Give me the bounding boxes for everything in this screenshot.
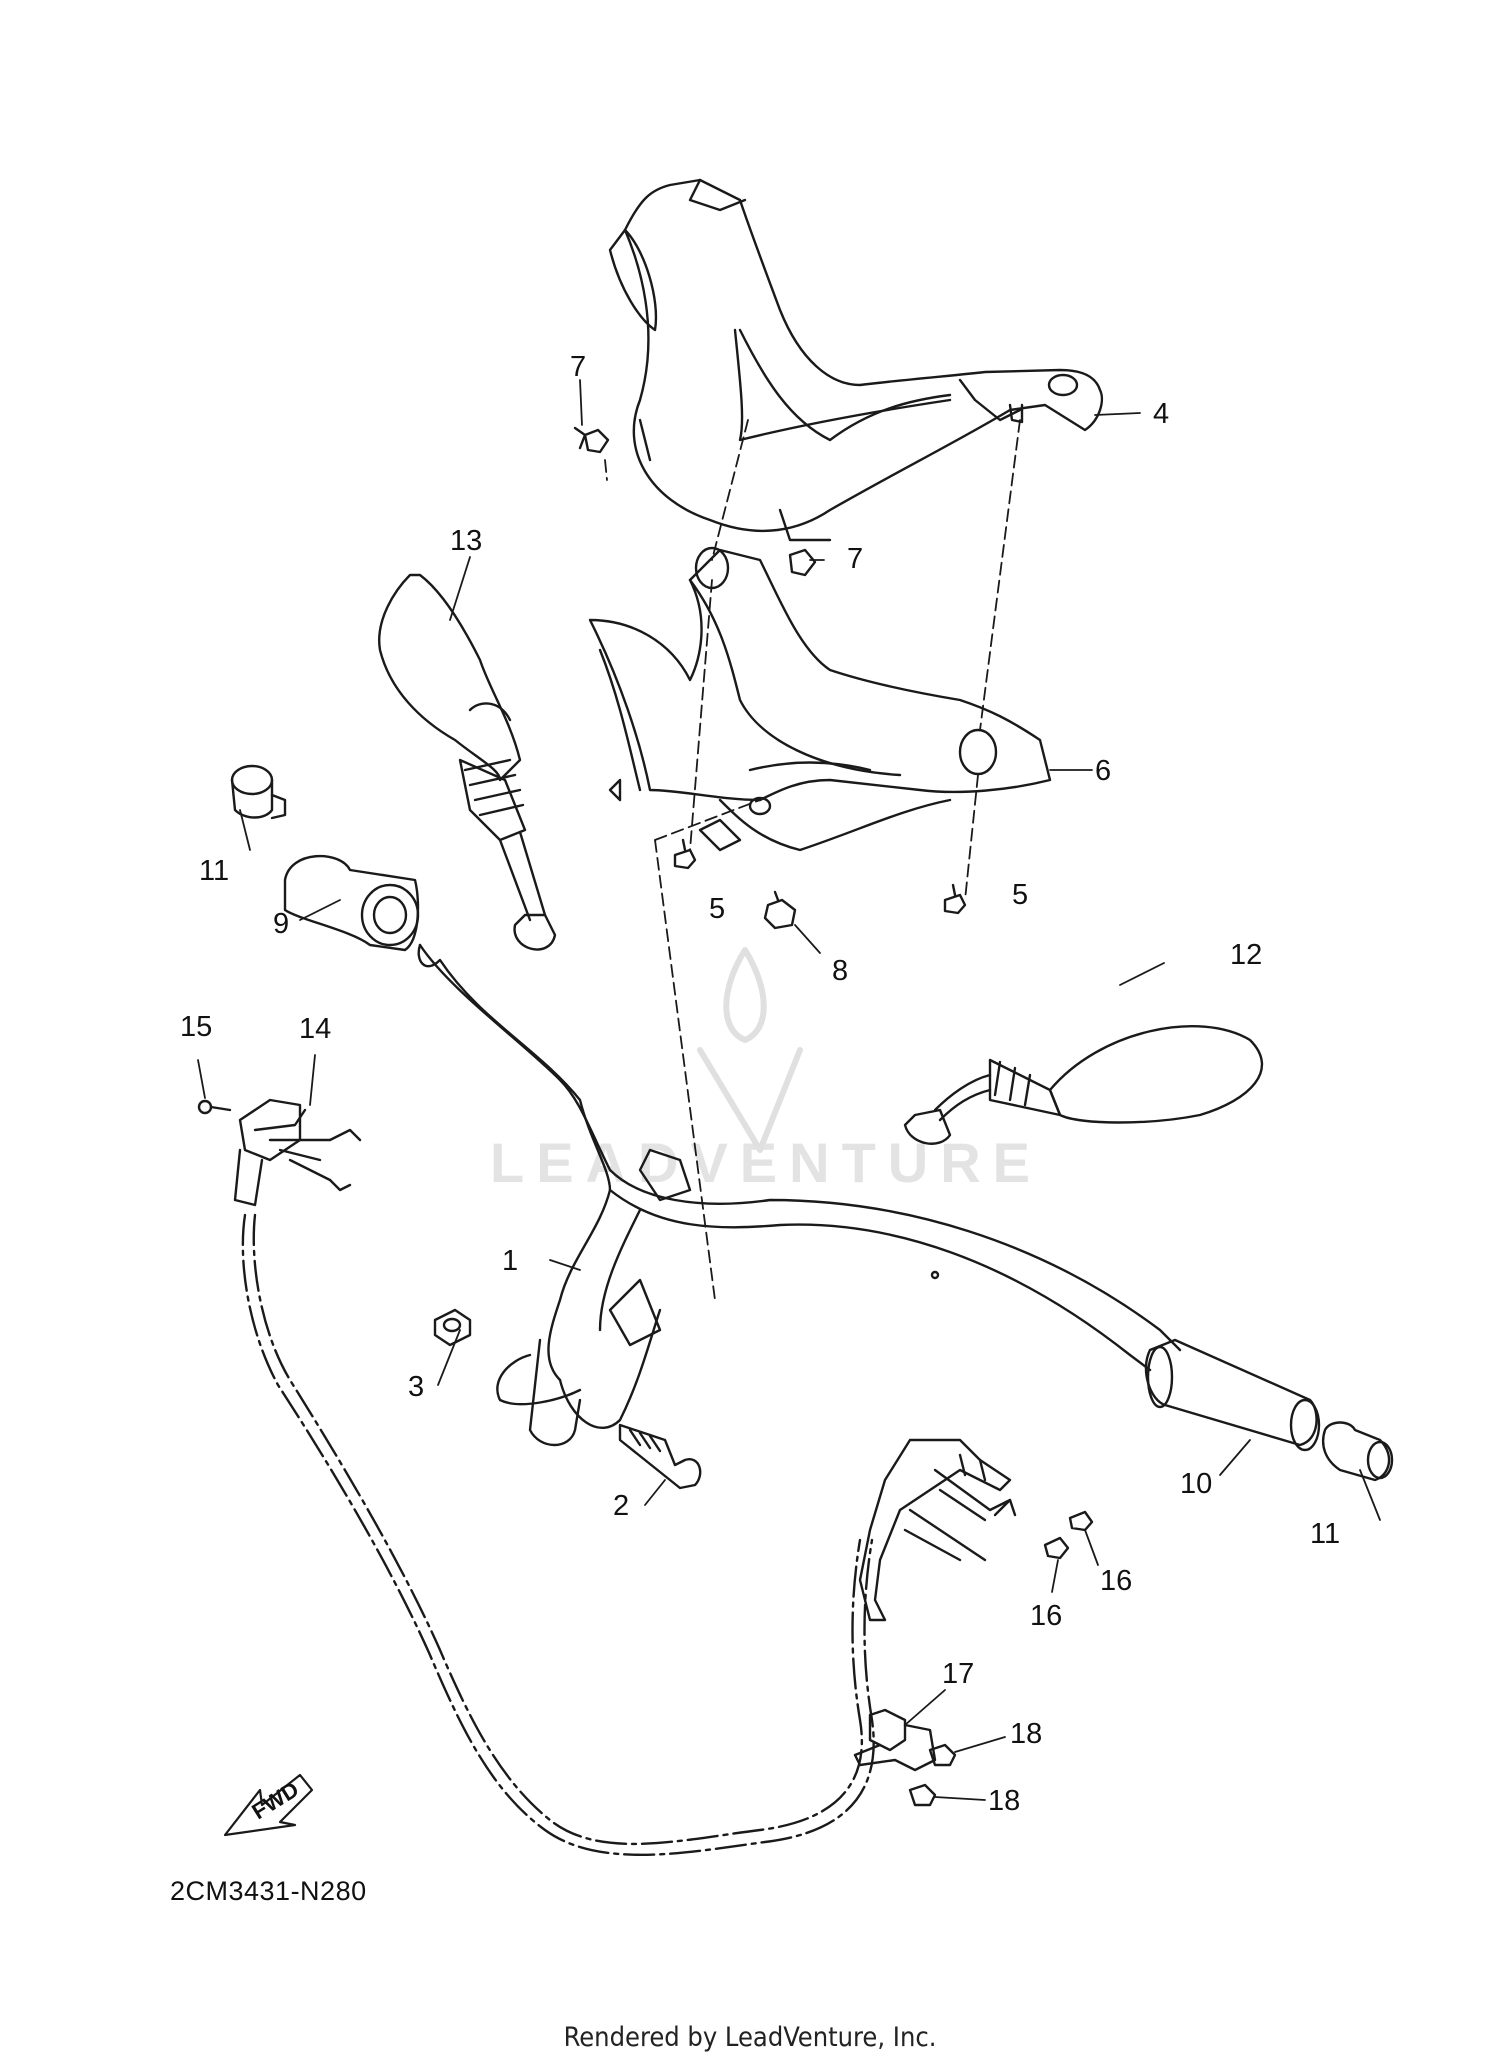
left-mirror bbox=[378, 573, 557, 951]
throttle-cable bbox=[241, 1213, 875, 1856]
callout-11-left: 11 bbox=[199, 855, 230, 887]
bolt-8 bbox=[763, 890, 797, 930]
callout-3: 3 bbox=[408, 1371, 425, 1403]
callout-12: 12 bbox=[1230, 939, 1263, 971]
leader-lines bbox=[197, 379, 1381, 1801]
clip-7-lower bbox=[788, 548, 817, 577]
clip-7-upper bbox=[573, 426, 610, 454]
callout-16-right: 16 bbox=[1100, 1565, 1133, 1597]
callout-14: 14 bbox=[299, 1013, 332, 1045]
lower-handlebar-cover bbox=[588, 546, 1052, 852]
clamp-17 bbox=[853, 1708, 937, 1772]
right-mirror bbox=[903, 1025, 1264, 1145]
nut-3 bbox=[433, 1308, 472, 1347]
footer-credit: Rendered by LeadVenture, Inc. bbox=[563, 2022, 937, 2053]
callout-1: 1 bbox=[502, 1245, 519, 1277]
callout-18-lower: 18 bbox=[988, 1785, 1021, 1817]
callout-6: 6 bbox=[1095, 755, 1112, 787]
callout-7-lower: 7 bbox=[847, 543, 864, 575]
handlebar bbox=[417, 943, 1182, 1447]
diagram-part-code: 2CM3431-N280 bbox=[170, 1876, 367, 1906]
callout-5-left: 5 bbox=[709, 893, 726, 925]
right-bracket-assembly bbox=[858, 1438, 1017, 1622]
callout-18-upper: 18 bbox=[1010, 1718, 1043, 1750]
callout-10: 10 bbox=[1180, 1468, 1213, 1500]
fwd-arrow bbox=[223, 1773, 314, 1837]
screw-18a bbox=[928, 1743, 957, 1767]
upper-handlebar-cover bbox=[608, 178, 1104, 542]
screw-5-right bbox=[943, 883, 967, 915]
bolt-2 bbox=[618, 1423, 702, 1490]
callout-9: 9 bbox=[273, 908, 290, 940]
bar-end-right bbox=[1321, 1421, 1394, 1482]
right-grip bbox=[1144, 1338, 1321, 1452]
callout-7-upper: 7 bbox=[570, 351, 587, 383]
callout-2: 2 bbox=[613, 1490, 630, 1522]
fwd-label: FWD bbox=[247, 1776, 303, 1824]
screw-16b bbox=[1068, 1510, 1094, 1532]
screw-5-left bbox=[673, 838, 697, 870]
screw-18b bbox=[908, 1783, 937, 1807]
callout-16-left: 16 bbox=[1030, 1600, 1063, 1632]
callout-11-right: 11 bbox=[1310, 1518, 1341, 1550]
callout-4: 4 bbox=[1153, 398, 1170, 430]
left-grip bbox=[283, 854, 420, 952]
screw-16a bbox=[1043, 1536, 1070, 1560]
callout-5-right: 5 bbox=[1012, 879, 1029, 911]
callout-15: 15 bbox=[180, 1011, 213, 1043]
callout-13: 13 bbox=[450, 525, 483, 557]
callout-17: 17 bbox=[942, 1658, 975, 1690]
bar-end-left bbox=[230, 764, 287, 820]
watermark-logo bbox=[697, 947, 803, 1153]
callout-8: 8 bbox=[832, 955, 849, 987]
alignment-lines bbox=[604, 419, 1021, 1301]
left-switch-assembly bbox=[197, 1098, 362, 1207]
